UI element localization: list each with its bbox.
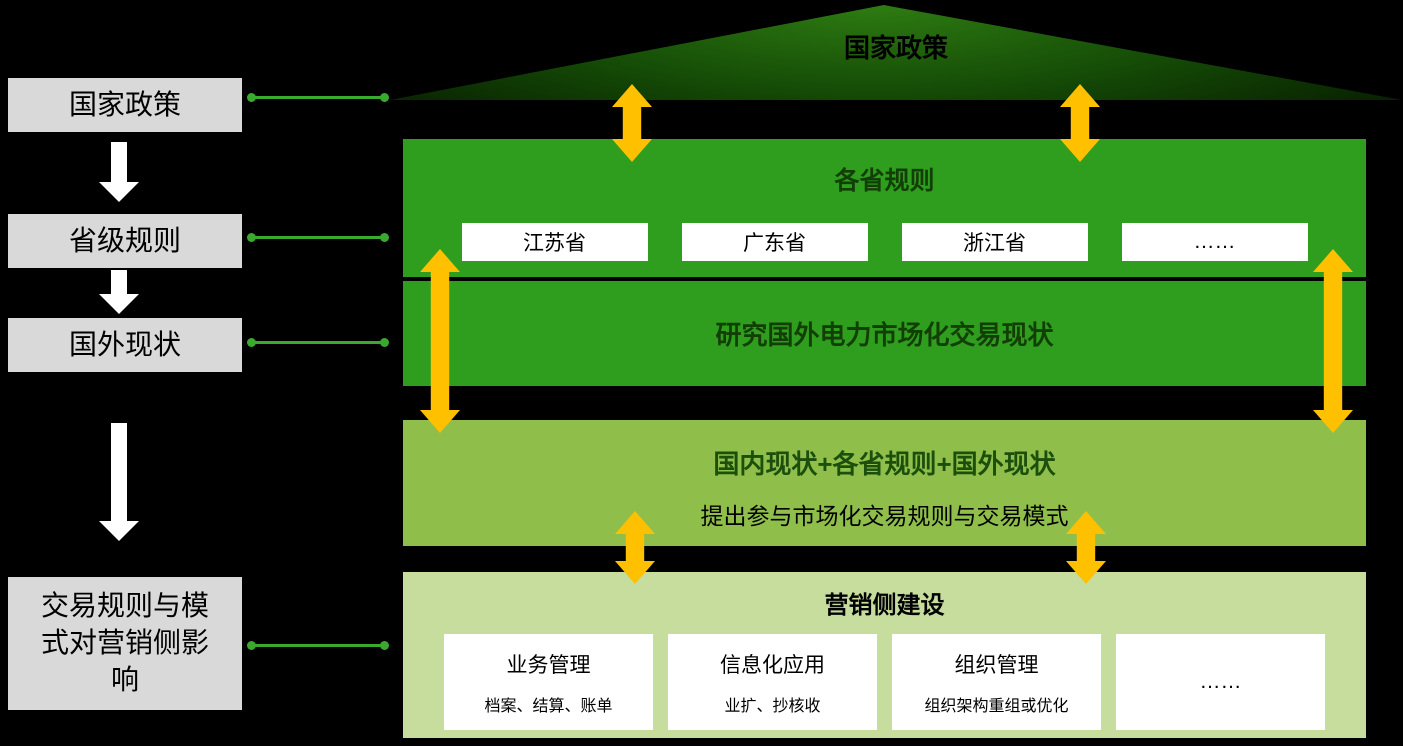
down-arrow-icon bbox=[99, 142, 139, 202]
roof-title: 国家政策 bbox=[843, 33, 948, 63]
marketing-box-title: …… bbox=[1199, 670, 1242, 693]
province-label: 广东省 bbox=[743, 232, 806, 255]
marketing-box-title: 业务管理 bbox=[506, 653, 591, 677]
marketing-box-title: 信息化应用 bbox=[720, 653, 825, 677]
left-label-trading-impact: 交易规则与模式对营销侧影响 bbox=[8, 577, 242, 710]
connector-line bbox=[247, 93, 389, 102]
left-label-text: 交易规则与模式对营销侧影响 bbox=[40, 590, 209, 695]
marketing-box-desc: 组织架构重组或优化 bbox=[924, 697, 1069, 715]
down-arrow-icon bbox=[99, 270, 139, 314]
marketing-band-title: 营销侧建设 bbox=[824, 592, 945, 619]
connector-line bbox=[247, 641, 389, 650]
combine-band-subtitle: 提出参与市场化交易规则与交易模式 bbox=[700, 503, 1069, 529]
province-label: 浙江省 bbox=[963, 232, 1026, 255]
left-label-provincial-rules: 省级规则 bbox=[8, 214, 242, 268]
marketing-box-desc: 业扩、抄核收 bbox=[724, 697, 821, 715]
connector-line bbox=[247, 233, 389, 242]
marketing-box: 组织管理 组织架构重组或优化 bbox=[892, 634, 1101, 730]
connector-line bbox=[247, 338, 389, 347]
left-label-foreign-status: 国外现状 bbox=[8, 318, 242, 372]
province-box: …… bbox=[1121, 223, 1308, 261]
marketing-box: …… bbox=[1116, 634, 1325, 730]
foreign-band: 研究国外电力市场化交易现状 bbox=[403, 281, 1366, 386]
left-label-national-policy: 国家政策 bbox=[8, 78, 242, 132]
provinces-band-title: 各省规则 bbox=[834, 167, 935, 195]
provinces-band: 各省规则 江苏省 广东省 浙江省 …… bbox=[403, 139, 1366, 277]
province-label: 江苏省 bbox=[523, 232, 586, 255]
left-label-text: 省级规则 bbox=[68, 224, 181, 256]
marketing-box-desc: 档案、结算、账单 bbox=[484, 697, 613, 715]
foreign-band-title: 研究国外电力市场化交易现状 bbox=[715, 320, 1054, 350]
marketing-box-title: 组织管理 bbox=[954, 653, 1039, 677]
left-label-text: 国外现状 bbox=[68, 328, 181, 360]
combine-band: 国内现状+各省规则+国外现状 提出参与市场化交易规则与交易模式 bbox=[403, 420, 1366, 546]
province-box: 浙江省 bbox=[901, 223, 1088, 261]
province-row: 江苏省 广东省 浙江省 …… bbox=[403, 223, 1366, 261]
province-box: 广东省 bbox=[681, 223, 868, 261]
province-box: 江苏省 bbox=[461, 223, 648, 261]
marketing-box: 信息化应用 业扩、抄核收 bbox=[668, 634, 877, 730]
combine-band-title: 国内现状+各省规则+国外现状 bbox=[713, 449, 1056, 479]
province-label: …… bbox=[1193, 230, 1236, 253]
marketing-row: 业务管理 档案、结算、账单 信息化应用 业扩、抄核收 组织管理 组织架构重组或优… bbox=[403, 634, 1366, 730]
left-label-text: 国家政策 bbox=[68, 88, 181, 120]
marketing-box: 业务管理 档案、结算、账单 bbox=[444, 634, 653, 730]
marketing-band: 营销侧建设 业务管理 档案、结算、账单 信息化应用 业扩、抄核收 组织管理 组织… bbox=[403, 572, 1366, 738]
down-arrow-icon bbox=[99, 423, 139, 541]
